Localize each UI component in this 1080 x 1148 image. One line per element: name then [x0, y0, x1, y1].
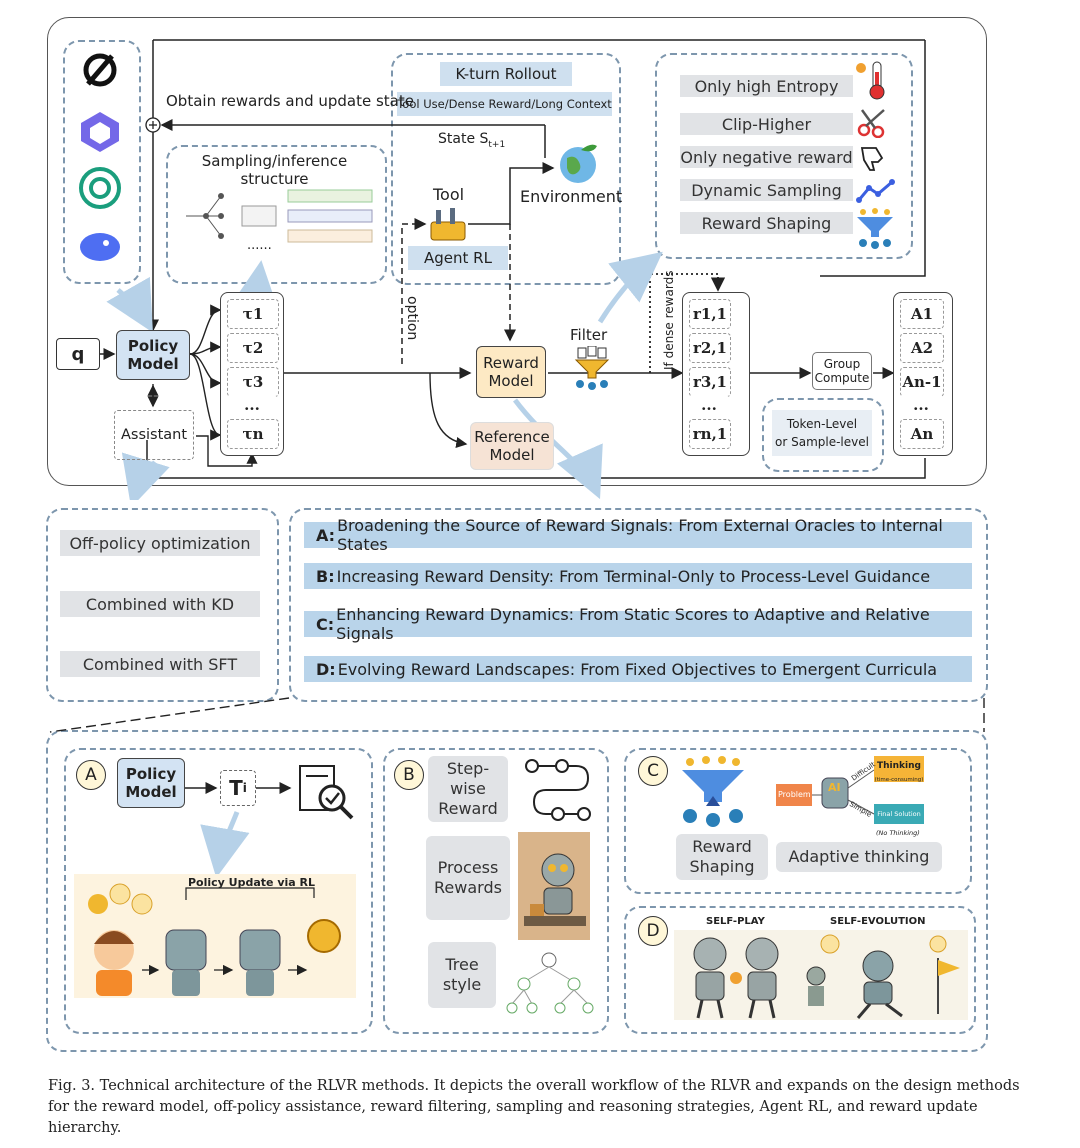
- sampling-ellipsis: ......: [247, 238, 272, 253]
- toolbox-icon: [428, 206, 468, 242]
- c-final-label: Final Solution: [877, 810, 921, 818]
- adaptive-thinking-chip: Adaptive thinking: [776, 842, 942, 872]
- scissors-icon: [856, 106, 888, 138]
- funnel-icon: [853, 207, 897, 249]
- letter-b-badge: B: [394, 760, 424, 790]
- reward-cell: r1,1: [689, 299, 731, 329]
- tool-label: Tool: [433, 185, 465, 204]
- self-play-label: SELF-PLAY: [706, 916, 765, 927]
- strategy-negative-reward: Only negative reward: [680, 146, 853, 168]
- letter-a-badge: A: [76, 760, 106, 790]
- thumbs-down-icon: [858, 142, 888, 172]
- strategy-reward-shaping: Reward Shaping: [680, 212, 853, 234]
- workflow-arrows: [100, 39, 926, 500]
- off-policy-item: Off-policy optimization: [60, 530, 260, 556]
- strategy-dynamic-sampling: Dynamic Sampling: [680, 179, 853, 201]
- trajectory-cell: τn: [227, 419, 279, 449]
- trend-chart-icon: [856, 178, 896, 204]
- tool-use-label: Tool Use/Dense Reward/Long Context: [397, 92, 612, 116]
- stepwise-reward-chip: Step- wise Reward: [428, 756, 508, 822]
- kturn-rollout-label: K-turn Rollout: [440, 62, 572, 86]
- deepseek-whale-icon: [76, 225, 124, 265]
- adaptive-thinking-diagram: [776, 756, 956, 840]
- c-problem-label: Problem: [778, 790, 811, 799]
- trajectory-cell: τ1: [227, 299, 279, 329]
- dimension-bar-d: D:Evolving Reward Landscapes: From Fixed…: [304, 656, 972, 682]
- reward-cell: r3,1: [689, 367, 731, 397]
- trajectory-cell: τ3: [227, 367, 279, 397]
- tree-style-chip: Tree style: [428, 942, 496, 1008]
- figure-caption: Fig. 3. Technical architecture of the RL…: [48, 1078, 1020, 1136]
- filter-label: Filter: [570, 326, 608, 344]
- query-box: q: [56, 338, 100, 370]
- c-no-thinking-label: (No Thinking): [876, 829, 920, 837]
- dimension-bar-c: C:Enhancing Reward Dynamics: From Static…: [304, 605, 972, 643]
- kd-item: Combined with KD: [60, 591, 260, 617]
- dimension-bar-a: A:Broadening the Source of Reward Signal…: [304, 516, 972, 554]
- c-thinking-label: Thinking(time-consuming): [874, 761, 924, 783]
- advantage-cell: A1: [900, 299, 944, 329]
- reward-ellipsis: ...: [689, 395, 729, 415]
- trajectory-cell: τ2: [227, 333, 279, 363]
- c-ai-label: AI: [828, 781, 841, 794]
- agent-rl-label: Agent RL: [408, 246, 508, 270]
- openai-o-icon: [80, 50, 120, 90]
- advantage-ellipsis: ...: [900, 395, 942, 415]
- advantage-stack: A1 A2 An-1 ... An: [893, 292, 953, 456]
- a-arrows: [185, 782, 292, 878]
- letter-c-badge: C: [638, 756, 668, 786]
- reward-cell: rn,1: [689, 419, 731, 449]
- strategy-high-entropy: Only high Entropy: [680, 75, 853, 97]
- document-check-icon: [294, 760, 358, 824]
- assistant-box: Assistant: [114, 410, 194, 460]
- chatgpt-logo-icon: [78, 166, 122, 210]
- tree-diagram-icon: [502, 952, 596, 1016]
- self-evolution-illustration: [798, 930, 968, 1020]
- thermometer-icon: [853, 58, 893, 102]
- reward-stack: r1,1 r2,1 r3,1 ... rn,1: [682, 292, 750, 456]
- trajectory-stack: τ1 τ2 τ3 ... τn: [220, 292, 284, 456]
- c-funnel-icon: [676, 756, 750, 828]
- qwen-logo-icon: [78, 110, 122, 154]
- sft-item: Combined with SFT: [60, 651, 260, 677]
- state-label: State St+1: [438, 131, 506, 150]
- trajectory-ellipsis: ...: [227, 395, 277, 415]
- robot-factory-illustration: [518, 832, 590, 940]
- obtain-rewards-label: Obtain rewards and update state: [166, 92, 414, 110]
- advantage-cell: An: [900, 419, 944, 449]
- reward-cell: r2,1: [689, 333, 731, 363]
- policy-update-label: Policy Update via RL: [188, 876, 316, 889]
- strategy-clip-higher: Clip-Higher: [680, 113, 853, 135]
- connector-lines: [49, 697, 985, 733]
- filter-funnel-icon: [570, 346, 614, 390]
- self-evolution-label: SELF-EVOLUTION: [830, 916, 926, 927]
- stepwise-path-icon: [524, 756, 594, 826]
- self-play-illustration: [674, 930, 798, 1020]
- process-rewards-chip: Process Rewards: [426, 836, 510, 920]
- dimension-bar-b: B:Increasing Reward Density: From Termin…: [304, 563, 972, 589]
- environment-label: Environment: [520, 187, 623, 206]
- policy-update-illustration: [74, 874, 356, 998]
- sampling-tree-illustration: [176, 186, 376, 246]
- letter-d-badge: D: [638, 916, 668, 946]
- globe-icon: [555, 140, 601, 186]
- advantage-cell: A2: [900, 333, 944, 363]
